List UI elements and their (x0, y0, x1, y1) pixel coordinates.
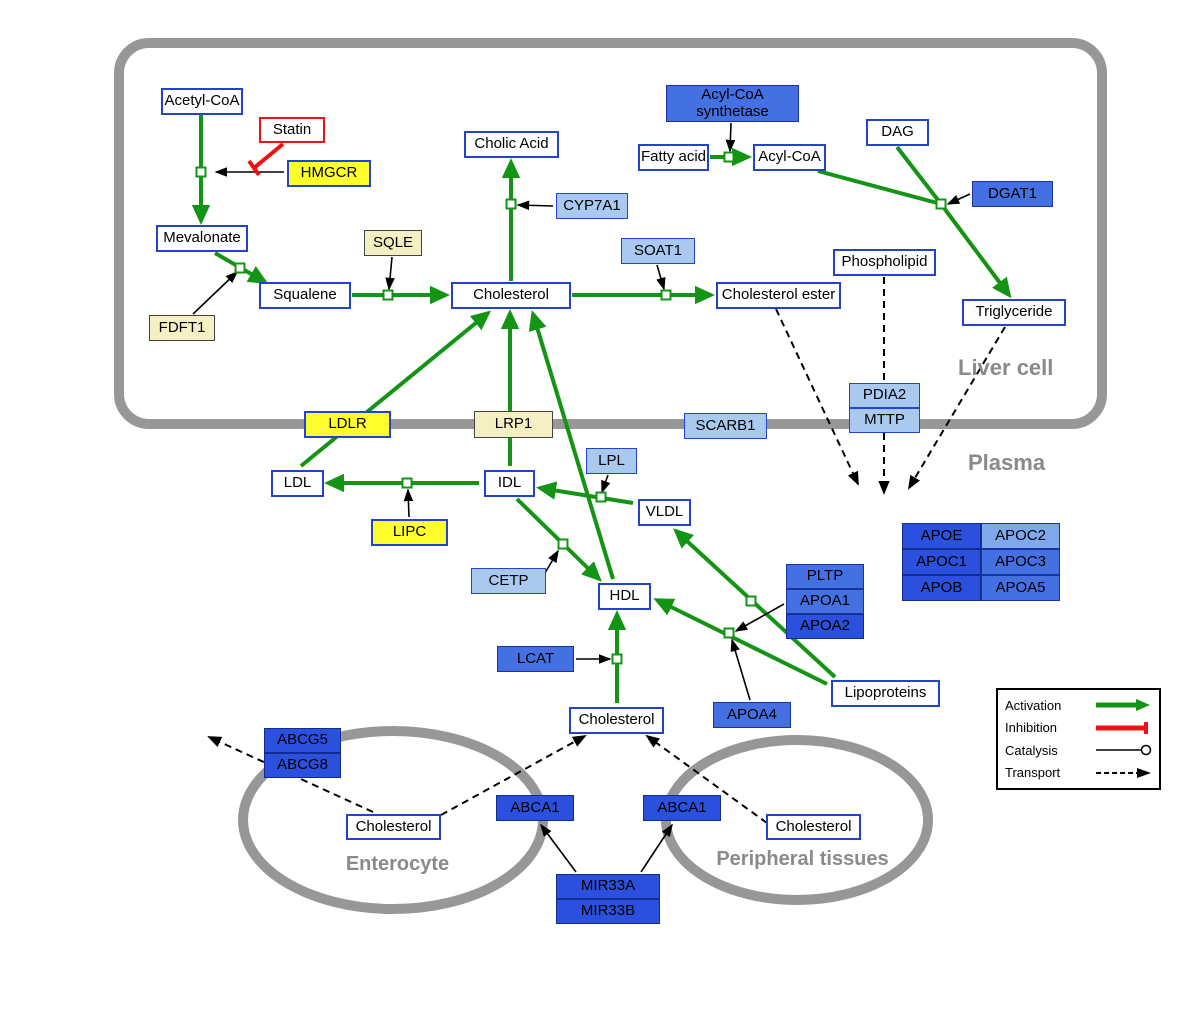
node-apob[interactable]: APOB (902, 575, 981, 601)
node-hmgcr[interactable]: HMGCR (287, 160, 371, 187)
node-cholesterol-enterocyte[interactable]: Cholesterol (346, 814, 441, 840)
node-abca1-peripheral[interactable]: ABCA1 (643, 795, 721, 821)
node-cyp7a1[interactable]: CYP7A1 (556, 193, 628, 219)
node-cholesterol-plasma[interactable]: Cholesterol (569, 707, 664, 734)
node-abcg5[interactable]: ABCG5 (264, 728, 341, 753)
node-acyl-coa[interactable]: Acyl-CoA (753, 144, 826, 171)
legend-inhibition: Inhibition (1005, 717, 1152, 739)
legend-catalysis-label: Catalysis (1005, 742, 1058, 758)
node-cholesterol-peripheral[interactable]: Cholesterol (766, 814, 861, 840)
node-lipc[interactable]: LIPC (371, 519, 448, 546)
node-phospholipid[interactable]: Phospholipid (833, 249, 936, 276)
node-acyl-coa-synthetase[interactable]: Acyl-CoA synthetase (666, 85, 799, 122)
node-apoa1[interactable]: APOA1 (786, 589, 864, 614)
plasma-label: Plasma (968, 450, 1046, 475)
node-abcg8[interactable]: ABCG8 (264, 753, 341, 778)
node-abca1-enterocyte[interactable]: ABCA1 (496, 795, 574, 821)
node-lipoproteins[interactable]: Lipoproteins (831, 680, 940, 707)
node-hdl[interactable]: HDL (598, 583, 651, 610)
node-dag[interactable]: DAG (866, 119, 929, 146)
node-lrp1[interactable]: LRP1 (474, 411, 553, 438)
node-cetp[interactable]: CETP (471, 568, 546, 594)
node-soat1[interactable]: SOAT1 (621, 238, 695, 264)
inhibition-edge (247, 142, 285, 177)
inhibition-tbar-icon (1096, 721, 1148, 734)
node-mttp[interactable]: MTTP (849, 408, 920, 433)
node-lcat[interactable]: LCAT (497, 646, 574, 672)
cell-outlines (114, 38, 1107, 914)
node-cholesterol-liver[interactable]: Cholesterol (451, 282, 571, 309)
node-idl[interactable]: IDL (484, 470, 535, 497)
node-apoc1[interactable]: APOC1 (902, 549, 981, 575)
node-dgat1[interactable]: DGAT1 (972, 181, 1053, 207)
node-ldlr[interactable]: LDLR (304, 411, 391, 438)
node-apoa5[interactable]: APOA5 (981, 575, 1060, 601)
node-fdft1[interactable]: FDFT1 (149, 315, 215, 341)
node-triglyceride[interactable]: Triglyceride (962, 299, 1066, 326)
catalysis-circle-icon (1096, 745, 1152, 756)
node-acetyl-coa[interactable]: Acetyl-CoA (161, 88, 243, 115)
node-apoa4[interactable]: APOA4 (713, 702, 791, 728)
node-lpl[interactable]: LPL (586, 448, 637, 474)
node-mevalonate[interactable]: Mevalonate (156, 225, 248, 252)
legend-transport-label: Transport (1005, 765, 1061, 781)
legend-activation: Activation (1005, 694, 1152, 716)
node-sqle[interactable]: SQLE (364, 230, 422, 256)
peripheral-tissues-label: Peripheral tissues (716, 848, 889, 870)
node-mir33a[interactable]: MIR33A (556, 874, 660, 899)
node-apoa2[interactable]: APOA2 (786, 614, 864, 639)
node-scarb1[interactable]: SCARB1 (684, 413, 767, 439)
node-apoc3[interactable]: APOC3 (981, 549, 1060, 575)
legend: Activation Inhibition Catalysis Transpor… (996, 688, 1161, 790)
node-apoe[interactable]: APOE (902, 523, 981, 549)
node-statin[interactable]: Statin (259, 117, 325, 143)
node-cholesterol-ester[interactable]: Cholesterol ester (716, 282, 841, 309)
node-mir33b[interactable]: MIR33B (556, 899, 660, 924)
transport-dashed-arrow-icon (1096, 767, 1151, 778)
activation-arrow-icon (1096, 699, 1150, 712)
reaction-nodes (195, 151, 947, 665)
enterocyte-label: Enterocyte (345, 853, 450, 875)
liver-cell-label: Liver cell (958, 355, 1054, 380)
node-vldl[interactable]: VLDL (638, 499, 691, 526)
node-cholic-acid[interactable]: Cholic Acid (464, 131, 559, 158)
legend-catalysis: Catalysis (1005, 739, 1152, 761)
legend-activation-label: Activation (1005, 697, 1062, 713)
node-pltp[interactable]: PLTP (786, 564, 864, 589)
node-ldl[interactable]: LDL (271, 470, 324, 497)
node-pdia2[interactable]: PDIA2 (849, 383, 920, 408)
legend-inhibition-label: Inhibition (1005, 720, 1058, 736)
catalysis-edges (192, 122, 971, 873)
node-apoc2[interactable]: APOC2 (981, 523, 1060, 549)
node-fatty-acid[interactable]: Fatty acid (638, 144, 709, 171)
legend-transport: Transport (1005, 762, 1152, 784)
node-squalene[interactable]: Squalene (259, 282, 351, 309)
